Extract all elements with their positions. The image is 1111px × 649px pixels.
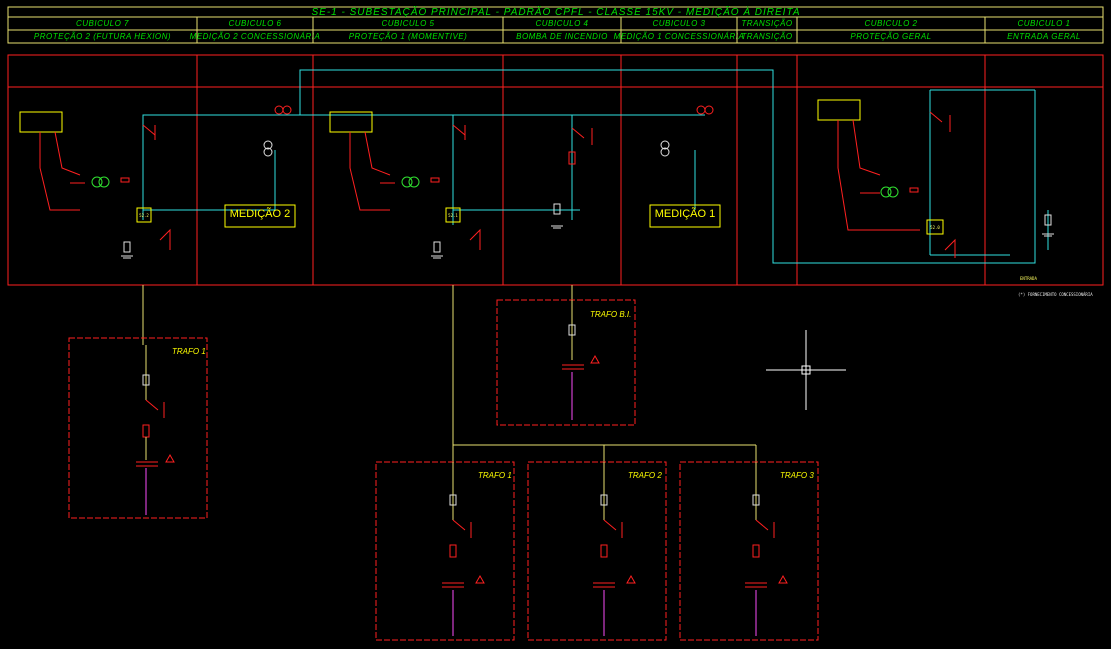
cubicle-frame [7, 54, 1104, 286]
trafo-bottom-3[interactable]: TRAFO 3 [679, 461, 819, 641]
supply-note: (*) FORNECIMENTO CONCESSIONÁRIA [1018, 292, 1093, 297]
medicao-1-label: MEDIÇÃO 1 [655, 207, 716, 220]
protection-cubicle-5: 52.1 [329, 111, 481, 259]
cubicle-function: BOMBA DE INCENDIO [516, 32, 608, 41]
cubicle-function: PROTEÇÃO GERAL [850, 32, 931, 41]
protection-cubicle-2: 52.0 [817, 99, 1054, 258]
medicao-1-box[interactable]: MEDIÇÃO 1 [649, 204, 721, 228]
cubicle-function: TRANSIÇÃO [741, 32, 792, 41]
svg-text:TRAFO 1: TRAFO 1 [172, 347, 206, 356]
svg-text:52.1: 52.1 [448, 213, 458, 218]
cubicle-name: CUBICULO 6 [228, 19, 281, 28]
page-title: SE-1 - SUBESTAÇÃO PRINCIPAL - PADRÃO CPF… [312, 5, 801, 18]
metering-transformer-icon [263, 105, 714, 157]
feeder-lines [142, 285, 757, 462]
trafo-bottom-2[interactable]: TRAFO 2 [527, 461, 667, 641]
medicao-2-label: MEDIÇÃO 2 [230, 207, 291, 220]
trafo-bottom-1[interactable]: TRAFO 1 [375, 461, 515, 641]
cubicle-name: TRANSIÇÃO [741, 19, 792, 28]
cubicle-function: PROTEÇÃO 2 (FUTURA HEXION) [34, 32, 171, 41]
medicao-2-box[interactable]: MEDIÇÃO 2 [224, 204, 296, 228]
svg-text:52.2: 52.2 [139, 213, 149, 218]
svg-text:52.0: 52.0 [930, 225, 940, 230]
svg-text:TRAFO 2: TRAFO 2 [628, 471, 662, 480]
trafo-1-left[interactable]: TRAFO 1 [68, 337, 208, 519]
protection-cubicle-7: 52.2 [19, 111, 171, 259]
trafo-bi[interactable]: TRAFO B.I. [496, 299, 636, 426]
crosshair-cursor-icon [766, 330, 846, 410]
entrada-label: ENTRADA [1020, 276, 1037, 281]
pump-cubicle-4 [551, 127, 593, 229]
cubicle-name: CUBICULO 7 [76, 19, 129, 28]
cubicle-name: CUBICULO 4 [535, 19, 588, 28]
cubicle-name: CUBICULO 2 [864, 19, 917, 28]
svg-text:TRAFO 3: TRAFO 3 [780, 471, 814, 480]
cubicle-function: ENTRADA GERAL [1007, 32, 1081, 41]
svg-text:TRAFO 1: TRAFO 1 [478, 471, 512, 480]
incoming-cable [142, 69, 1049, 264]
cubicle-function: MEDIÇÃO 2 CONCESSIONÁRIA [190, 32, 321, 41]
cubicle-function: PROTEÇÃO 1 (MOMENTIVE) [349, 32, 468, 41]
header-table: CUBICULO 7 PROTEÇÃO 2 (FUTURA HEXION) CUBI… [7, 5, 1104, 44]
svg-text:TRAFO B.I.: TRAFO B.I. [590, 310, 631, 319]
cubicle-name: CUBICULO 1 [1017, 19, 1070, 28]
cubicle-name: CUBICULO 3 [652, 19, 705, 28]
cubicle-function: MEDIÇÃO 1 CONCESSIONÁRIA [614, 32, 745, 41]
cubicle-name: CUBICULO 5 [381, 19, 434, 28]
